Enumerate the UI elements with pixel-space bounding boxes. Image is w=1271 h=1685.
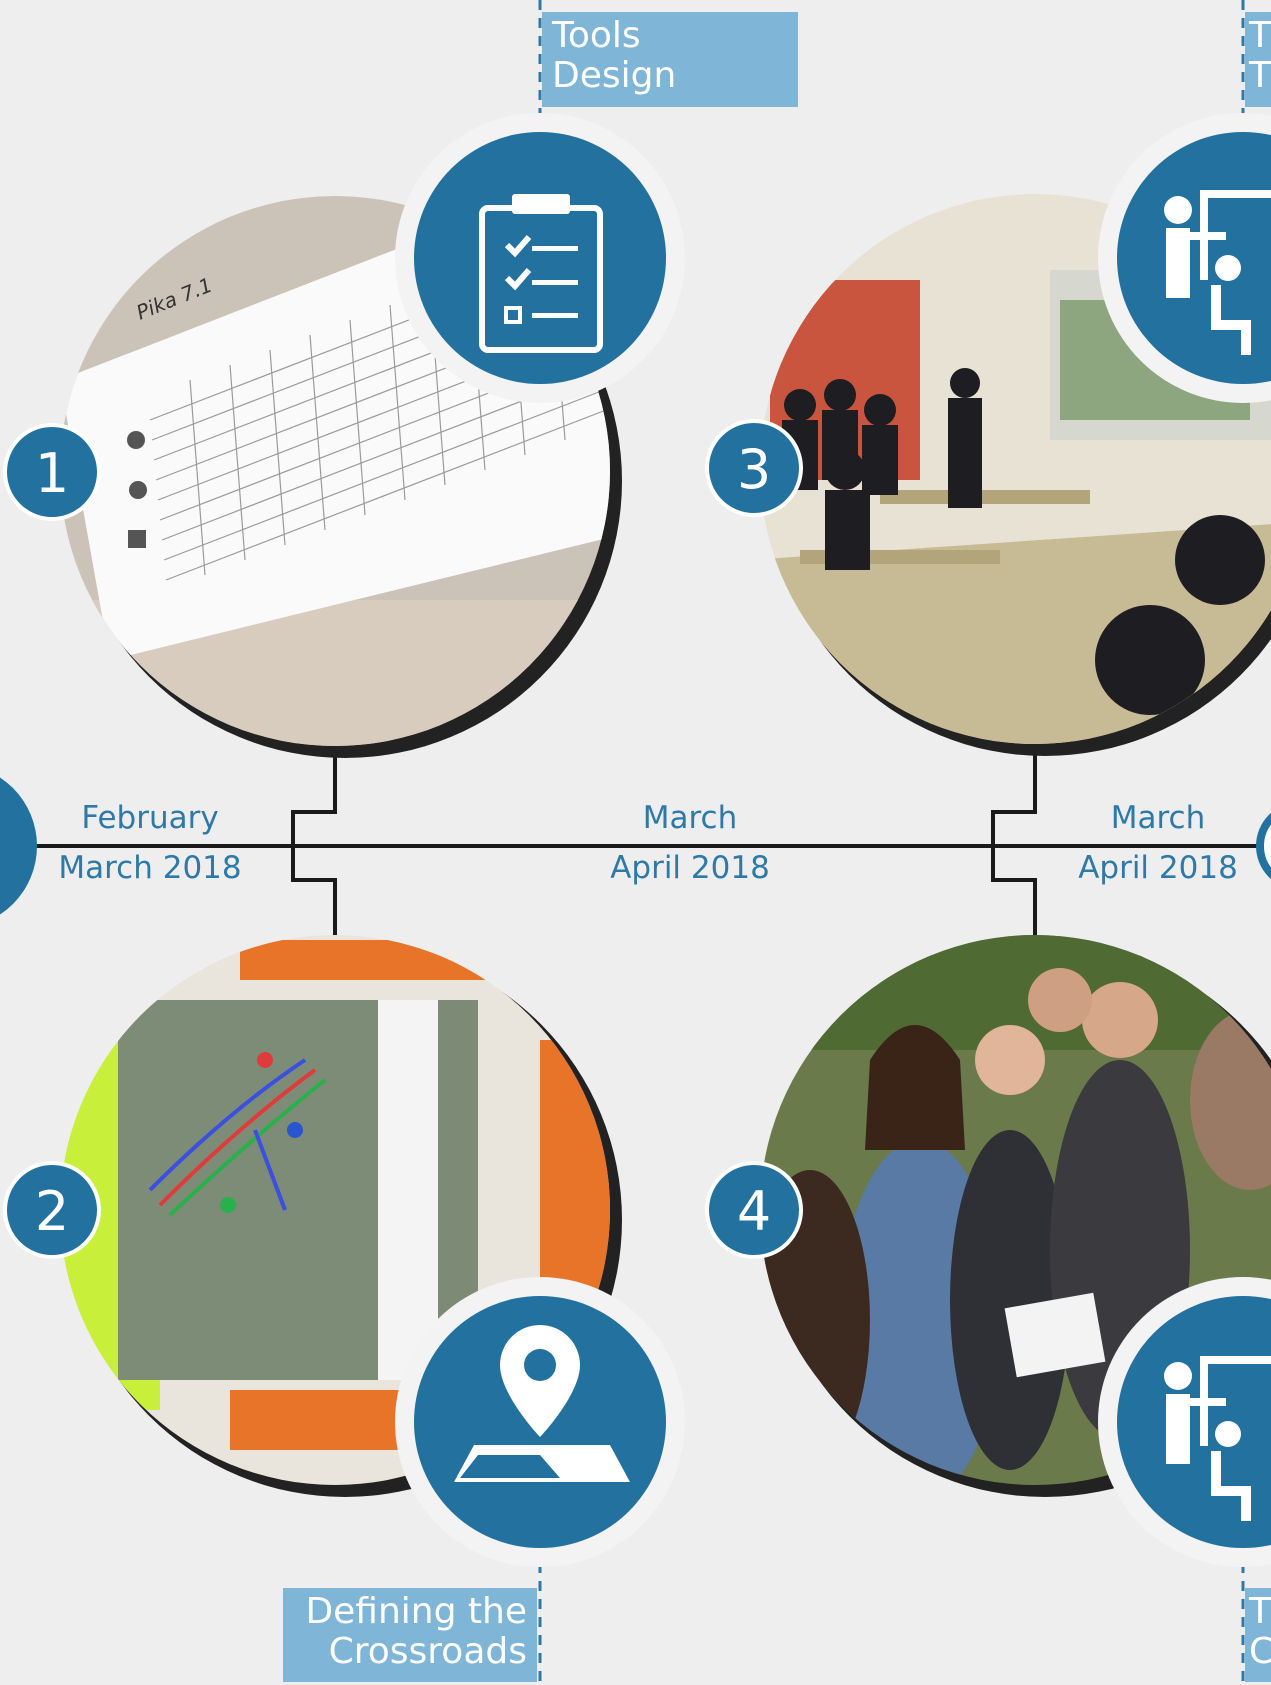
date-end: April 2018 [610,850,770,886]
step-number: 2 [35,1180,69,1243]
date-range-1: February March 2018 [40,800,260,886]
step-label-line: Design [552,55,677,96]
step-label-line: T [1249,55,1271,96]
step-label-line: T [1249,1591,1271,1632]
date-end: April 2018 [1078,850,1238,886]
photo-circle-4 [760,935,1271,1497]
presenter-training-icon [1098,1277,1271,1567]
step-number: 3 [737,438,771,501]
step-label-line: T [1249,15,1271,56]
date-range-2: March April 2018 [580,800,800,886]
step-label-line: Tools [552,15,641,56]
step-label-line: C [1249,1631,1271,1672]
timeline-connector [291,746,337,946]
step-number: 4 [737,1180,771,1243]
date-range-3: March April 2018 [1048,800,1268,886]
map-pin-icon [395,1277,685,1567]
step-label-line: Defining the [305,1591,527,1632]
step-label-3: T T [1245,12,1271,107]
step-label-4: T C [1245,1588,1271,1682]
date-end: March 2018 [58,850,242,886]
date-start: March [1110,800,1206,836]
presenter-training-icon [1098,113,1271,403]
date-start: March [642,800,738,836]
checklist-clipboard-icon [395,113,685,403]
step-label-1: Tools Design [542,12,798,107]
step-number: 1 [35,442,69,505]
step-label-line: Crossroads [328,1631,527,1672]
timeline-connector [991,744,1037,946]
step-badge-1: 1 [3,423,101,521]
step-badge-4: 4 [705,1161,803,1259]
step-badge-2: 2 [3,1161,101,1259]
date-start: February [81,800,219,836]
timeline-node-right [1256,812,1271,880]
step-label-2: Defining the Crossroads [283,1588,537,1682]
timeline-node-left [0,777,37,915]
step-badge-3: 3 [705,419,803,517]
